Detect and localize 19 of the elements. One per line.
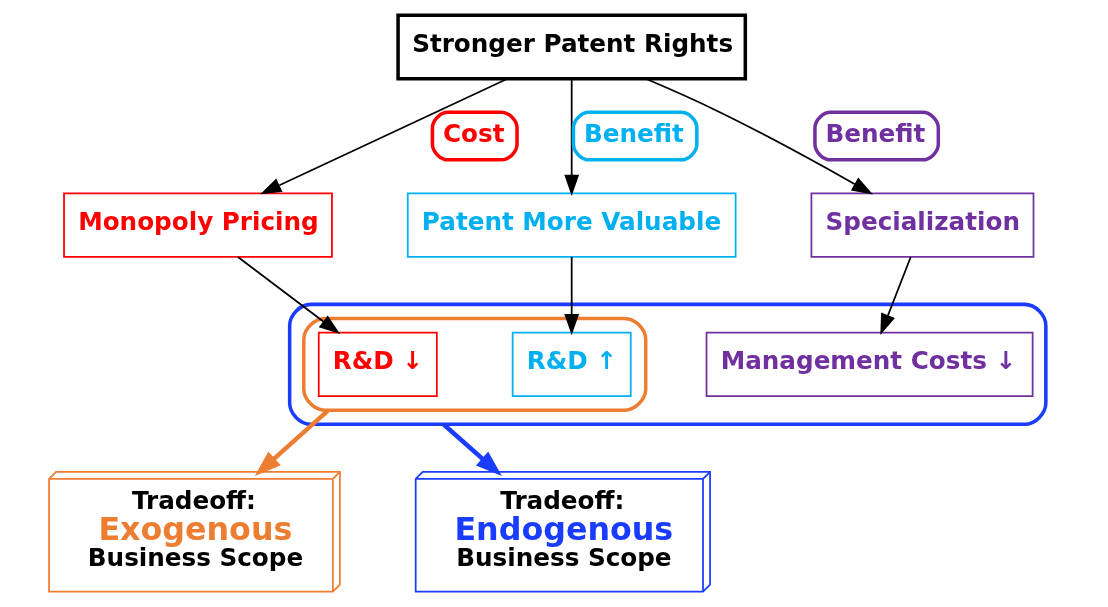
node-box: R&D ↓	[317, 331, 438, 397]
edge-label: Cost	[442, 118, 505, 148]
arrow	[563, 256, 579, 336]
arrow	[441, 422, 502, 476]
edge-label: Benefit	[583, 118, 684, 148]
node-box: Specialization	[810, 192, 1034, 258]
node-box: Stronger Patent Rights	[395, 13, 747, 81]
cluster	[287, 302, 1048, 426]
node-box: R&D ↑	[511, 331, 632, 397]
node-box: Patent More Valuable	[406, 192, 736, 258]
arrow	[879, 256, 912, 335]
node-box: Monopoly Pricing	[62, 192, 333, 258]
node-box: Management Costs ↓	[705, 331, 1033, 397]
arrow	[563, 78, 579, 196]
arrow	[236, 256, 340, 335]
arrow	[259, 77, 508, 195]
arrow	[644, 77, 873, 195]
edge-label: Benefit	[825, 118, 925, 148]
arrow	[254, 408, 330, 477]
